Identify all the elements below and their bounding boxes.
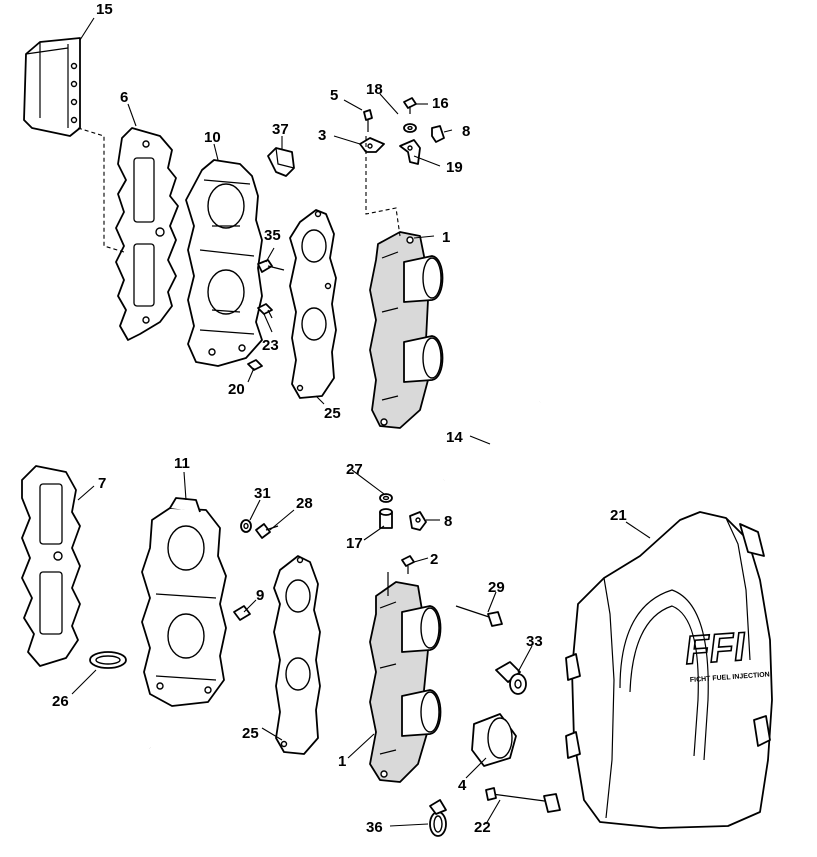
callout-22: 22 bbox=[474, 819, 491, 836]
part-screw-23 bbox=[257, 303, 273, 319]
callout-8-bottom: 8 bbox=[444, 513, 452, 530]
callout-7: 7 bbox=[98, 475, 106, 492]
part-screw-5 bbox=[363, 109, 373, 132]
part-upper-manifold bbox=[185, 159, 263, 367]
callout-15: 15 bbox=[96, 1, 113, 18]
callout-5: 5 bbox=[330, 87, 338, 104]
part-gasket-lower-left bbox=[21, 465, 81, 667]
callout-2: 2 bbox=[430, 551, 438, 568]
part-fitting-33 bbox=[495, 661, 527, 695]
callout-1-bottom: 1 bbox=[338, 753, 346, 770]
part-bracket-19 bbox=[399, 139, 421, 165]
part-gasket-plate-lower bbox=[273, 555, 321, 755]
callout-labels: 15 6 10 37 35 23 20 25 5 3 18 16 8 19 1 … bbox=[52, 1, 627, 836]
part-washer-31 bbox=[240, 519, 252, 533]
callout-29: 29 bbox=[488, 579, 505, 596]
part-fitting-8-bottom bbox=[409, 511, 427, 531]
callout-17: 17 bbox=[346, 535, 363, 552]
callout-19: 19 bbox=[446, 159, 463, 176]
callout-6: 6 bbox=[120, 89, 128, 106]
callout-25-top: 25 bbox=[324, 405, 341, 422]
assembly-dashed-lines-upper bbox=[77, 127, 401, 253]
part-screw-35 bbox=[257, 259, 285, 273]
callout-8-top: 8 bbox=[462, 123, 470, 140]
callout-25-bottom: 25 bbox=[242, 725, 259, 742]
callout-11: 11 bbox=[174, 455, 190, 472]
callout-10: 10 bbox=[204, 129, 221, 146]
part-lower-manifold bbox=[141, 497, 227, 707]
callout-26: 26 bbox=[52, 693, 69, 710]
part-hose-14 bbox=[442, 400, 541, 481]
part-engine-cover-21: FFI FICHT FUEL INJECTION bbox=[565, 511, 773, 829]
callout-33: 33 bbox=[526, 633, 543, 650]
part-cover-plate bbox=[23, 37, 81, 137]
callout-35: 35 bbox=[264, 227, 281, 244]
callout-36: 36 bbox=[366, 819, 383, 836]
cover-logo-text: FFI bbox=[684, 625, 748, 673]
callout-4: 4 bbox=[458, 777, 467, 794]
callout-27: 27 bbox=[346, 461, 363, 478]
callout-21: 21 bbox=[610, 507, 627, 524]
callout-31: 31 bbox=[254, 485, 271, 502]
part-bracket-3 bbox=[359, 137, 385, 153]
part-hose-26 bbox=[89, 651, 152, 751]
part-clip bbox=[267, 147, 295, 177]
part-gasket-plate-upper bbox=[289, 209, 337, 399]
callout-18: 18 bbox=[366, 81, 383, 98]
callout-20: 20 bbox=[228, 381, 245, 398]
part-gasket-upper-left bbox=[115, 127, 179, 341]
part-oring-27 bbox=[379, 493, 393, 503]
part-clamp-36 bbox=[429, 799, 447, 837]
part-manifold-1-lower bbox=[369, 572, 442, 783]
part-screw-2 bbox=[401, 555, 415, 574]
part-washer-18 bbox=[403, 123, 417, 133]
part-rod-22 bbox=[485, 787, 561, 813]
part-bolt-29 bbox=[455, 605, 503, 627]
callout-9: 9 bbox=[256, 587, 264, 604]
callout-1-top: 1 bbox=[442, 229, 450, 246]
part-screw-20 bbox=[247, 359, 263, 371]
part-bolt-28 bbox=[255, 523, 279, 539]
callout-37: 37 bbox=[272, 121, 289, 138]
part-manifold-1-upper bbox=[369, 231, 444, 429]
part-sleeve-4 bbox=[471, 713, 517, 767]
callout-16: 16 bbox=[432, 95, 449, 112]
callout-leader-lines bbox=[71, 17, 651, 827]
callout-23: 23 bbox=[262, 337, 279, 354]
callout-14: 14 bbox=[446, 429, 463, 446]
part-sleeve-17 bbox=[379, 508, 393, 529]
part-screw-16 bbox=[403, 97, 417, 114]
callout-28: 28 bbox=[296, 495, 313, 512]
part-fitting-8-top bbox=[431, 125, 445, 143]
callout-3: 3 bbox=[318, 127, 326, 144]
